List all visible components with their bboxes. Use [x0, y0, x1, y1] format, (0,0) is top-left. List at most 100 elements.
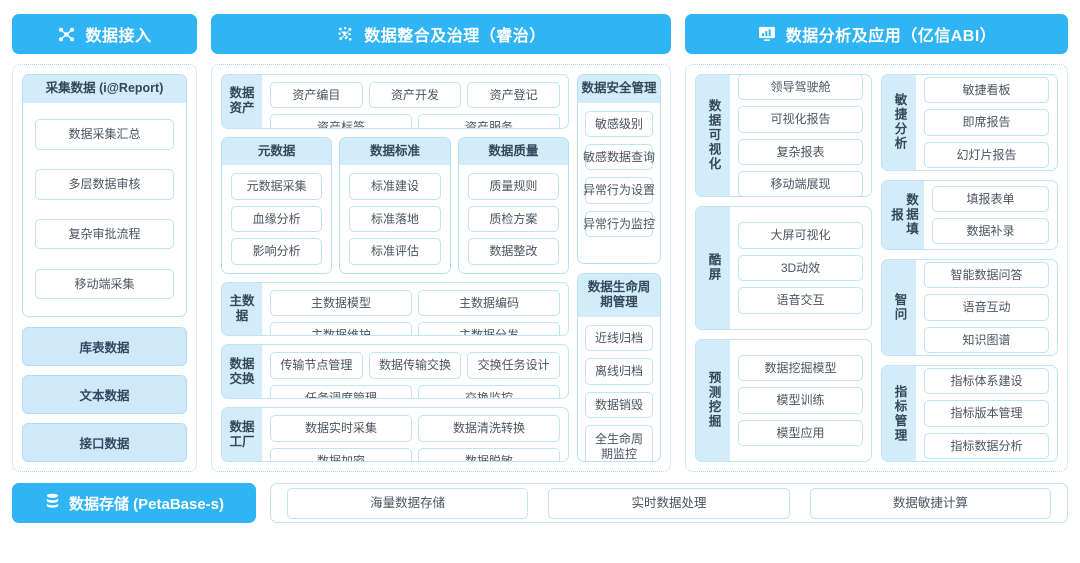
pill-item[interactable]: 模型应用 — [738, 419, 863, 446]
pill-item[interactable]: 标准落地 — [349, 205, 441, 233]
header-data-ingest[interactable]: 数据接入 — [12, 14, 197, 54]
pill-item[interactable]: 资产开发 — [368, 82, 462, 109]
pill-item[interactable]: 数据脱敏 — [418, 447, 560, 461]
master-grid: 主数据模型 主数据编码 主数据维护 主数据分发 — [270, 289, 560, 336]
block-source[interactable]: 文本数据 — [22, 375, 187, 414]
pill-item[interactable]: 3D动效 — [738, 254, 863, 282]
card-title: 数据生命周期管理 — [578, 273, 660, 317]
asset-row-2: 资产标签 资产服务 — [270, 114, 560, 128]
rowcard-label: 数据交换 — [229, 356, 255, 386]
card-metadata: 元数据 元数据采集 血缘分析 影响分析 — [221, 136, 333, 274]
panel-data-governance: 数据资产 资产编目 资产开发 资产登记 资产标签 资产服务 — [211, 64, 671, 472]
card-collect-data: 采集数据 (i@Report) 数据采集汇总 多层数据审核 复杂审批流程 移动端… — [22, 74, 187, 317]
database-icon — [44, 492, 61, 514]
pill-item[interactable]: 近线归档 — [585, 324, 653, 352]
pill-item[interactable]: 实时数据处理 — [548, 487, 790, 519]
pill-item[interactable]: 复杂审批流程 — [35, 219, 174, 250]
pill-item[interactable]: 传输节点管理 — [270, 352, 363, 379]
pill-item[interactable]: 敏感级别 — [585, 110, 653, 138]
card-title: 数据标准 — [340, 137, 450, 166]
pill-item[interactable]: 质量规则 — [467, 173, 559, 200]
card-title: 元数据 — [222, 137, 332, 166]
rowcard-smart-qa: 智问 智能数据问答 语音互动 知识图谱 — [881, 259, 1058, 357]
pill-item[interactable]: 指标体系建设 — [924, 367, 1049, 395]
pill-item[interactable]: 数据敏捷计算 — [809, 487, 1051, 519]
pill-item[interactable]: 数据传输交换 — [368, 352, 462, 379]
rowcard-label-tab: 智问 — [882, 260, 916, 356]
pill-item[interactable]: 标准建设 — [349, 173, 441, 200]
pill-item[interactable]: 模型训练 — [738, 387, 863, 414]
analytics-right-stack: 敏捷分析 敏捷看板 即席报告 幻灯片报告 数据填报 填报表单 数据补录 — [881, 74, 1058, 462]
pill-item[interactable]: 数据补录 — [932, 218, 1049, 245]
pill-item[interactable]: 元数据采集 — [231, 173, 323, 200]
pill-item[interactable]: 主数据模型 — [270, 289, 412, 316]
pill-item[interactable]: 知识图谱 — [924, 326, 1049, 354]
pill-item[interactable]: 交换任务设计 — [467, 352, 560, 379]
rowcard-label: 数据资产 — [229, 86, 255, 116]
pill-item[interactable]: 数据实时采集 — [270, 415, 412, 442]
pill-item[interactable]: 移动端采集 — [35, 268, 174, 300]
pill-item[interactable]: 语音交互 — [738, 287, 863, 314]
pill-item[interactable]: 影响分析 — [231, 238, 323, 265]
storage-badge[interactable]: 数据存储 (PetaBase-s) — [12, 483, 256, 523]
pill-item[interactable]: 数据加密 — [270, 447, 412, 461]
asset-row-1: 资产编目 资产开发 资产登记 — [270, 82, 560, 109]
header-title: 数据分析及应用（亿信ABI） — [785, 28, 997, 45]
pill-item[interactable]: 智能数据问答 — [924, 262, 1049, 289]
pill-item[interactable]: 指标数据分析 — [924, 432, 1049, 460]
pill-item[interactable]: 指标版本管理 — [924, 400, 1049, 427]
pill-item[interactable]: 血缘分析 — [231, 205, 323, 233]
rowcard-label: 敏捷分析 — [892, 93, 907, 152]
pill-item[interactable]: 领导驾驶舱 — [738, 75, 863, 101]
pill-item[interactable]: 主数据分发 — [418, 321, 560, 336]
card-title: 数据安全管理 — [578, 75, 660, 103]
pill-item[interactable]: 语音互动 — [924, 294, 1049, 321]
pill-item[interactable]: 复杂报表 — [738, 138, 863, 166]
pill-item[interactable]: 海量数据存储 — [287, 487, 529, 519]
pill-item[interactable]: 资产编目 — [270, 82, 363, 109]
rowcard-label-tab: 酷屏 — [696, 207, 730, 329]
main-columns: 采集数据 (i@Report) 数据采集汇总 多层数据审核 复杂审批流程 移动端… — [12, 64, 1068, 472]
block-source[interactable]: 接口数据 — [22, 423, 187, 462]
pill-item[interactable]: 移动端展现 — [738, 171, 863, 197]
rowcard-data-factory: 数据工厂 数据实时采集 数据清洗转换 数据加密 数据脱敏 — [221, 407, 569, 462]
pill-item[interactable]: 标准评估 — [349, 238, 441, 265]
pill-item[interactable]: 离线归档 — [585, 358, 653, 385]
block-source[interactable]: 库表数据 — [22, 327, 187, 366]
storage-item-row: 海量数据存储 实时数据处理 数据敏捷计算 — [270, 483, 1068, 523]
pill-item[interactable]: 即席报告 — [924, 109, 1049, 136]
pill-item[interactable]: 数据整改 — [467, 238, 559, 265]
pill-item[interactable]: 敏捷看板 — [924, 76, 1049, 104]
pill-item[interactable]: 数据采集汇总 — [35, 119, 174, 150]
pill-item[interactable]: 异常行为监控 — [583, 210, 655, 238]
pill-item[interactable]: 幻灯片报告 — [924, 141, 1049, 169]
pill-item[interactable]: 大屏可视化 — [738, 222, 863, 249]
header-data-governance[interactable]: 数据整合及治理（睿治） — [211, 14, 671, 54]
pill-item[interactable]: 主数据维护 — [270, 321, 412, 336]
pill-item[interactable]: 资产登记 — [467, 82, 560, 109]
rowcard-label: 指标管理 — [892, 384, 907, 443]
pill-item[interactable]: 质检方案 — [467, 205, 559, 233]
pill-item[interactable]: 数据销毁 — [585, 391, 653, 418]
pill-item[interactable]: 资产标签 — [270, 114, 412, 128]
pill-item[interactable]: 敏感数据查询 — [583, 144, 655, 171]
pill-item[interactable]: 全生命周期监控 — [585, 424, 653, 462]
header-data-analytics[interactable]: 数据分析及应用（亿信ABI） — [685, 14, 1068, 54]
rowcard-label-tab: 数据填报 — [882, 180, 924, 250]
pill-item[interactable]: 数据清洗转换 — [418, 415, 560, 442]
pill-item[interactable]: 任务调度管理 — [270, 384, 412, 399]
storage-badge-label: 数据存储 (PetaBase-s) — [68, 495, 225, 513]
rowcard-agile-analysis: 敏捷分析 敏捷看板 即席报告 幻灯片报告 — [881, 74, 1058, 171]
pill-item[interactable]: 资产服务 — [418, 114, 560, 128]
pill-item[interactable]: 交换监控 — [418, 384, 560, 399]
rowcard-label: 主数据 — [229, 293, 255, 323]
rowcard-data-visualization: 数据可视化 领导驾驶舱 可视化报告 复杂报表 移动端展现 — [695, 74, 872, 198]
pill-item[interactable]: 异常行为设置 — [583, 177, 655, 204]
pill-item[interactable]: 可视化报告 — [738, 106, 863, 133]
exchange-row-2: 任务调度管理 交换监控 — [270, 384, 560, 399]
pill-item[interactable]: 填报表单 — [932, 185, 1049, 213]
rowcard-master-data: 主数据 主数据模型 主数据编码 主数据维护 主数据分发 — [221, 281, 569, 337]
pill-item[interactable]: 数据挖掘模型 — [738, 354, 863, 382]
pill-item[interactable]: 主数据编码 — [418, 289, 560, 316]
pill-item[interactable]: 多层数据审核 — [35, 169, 174, 200]
